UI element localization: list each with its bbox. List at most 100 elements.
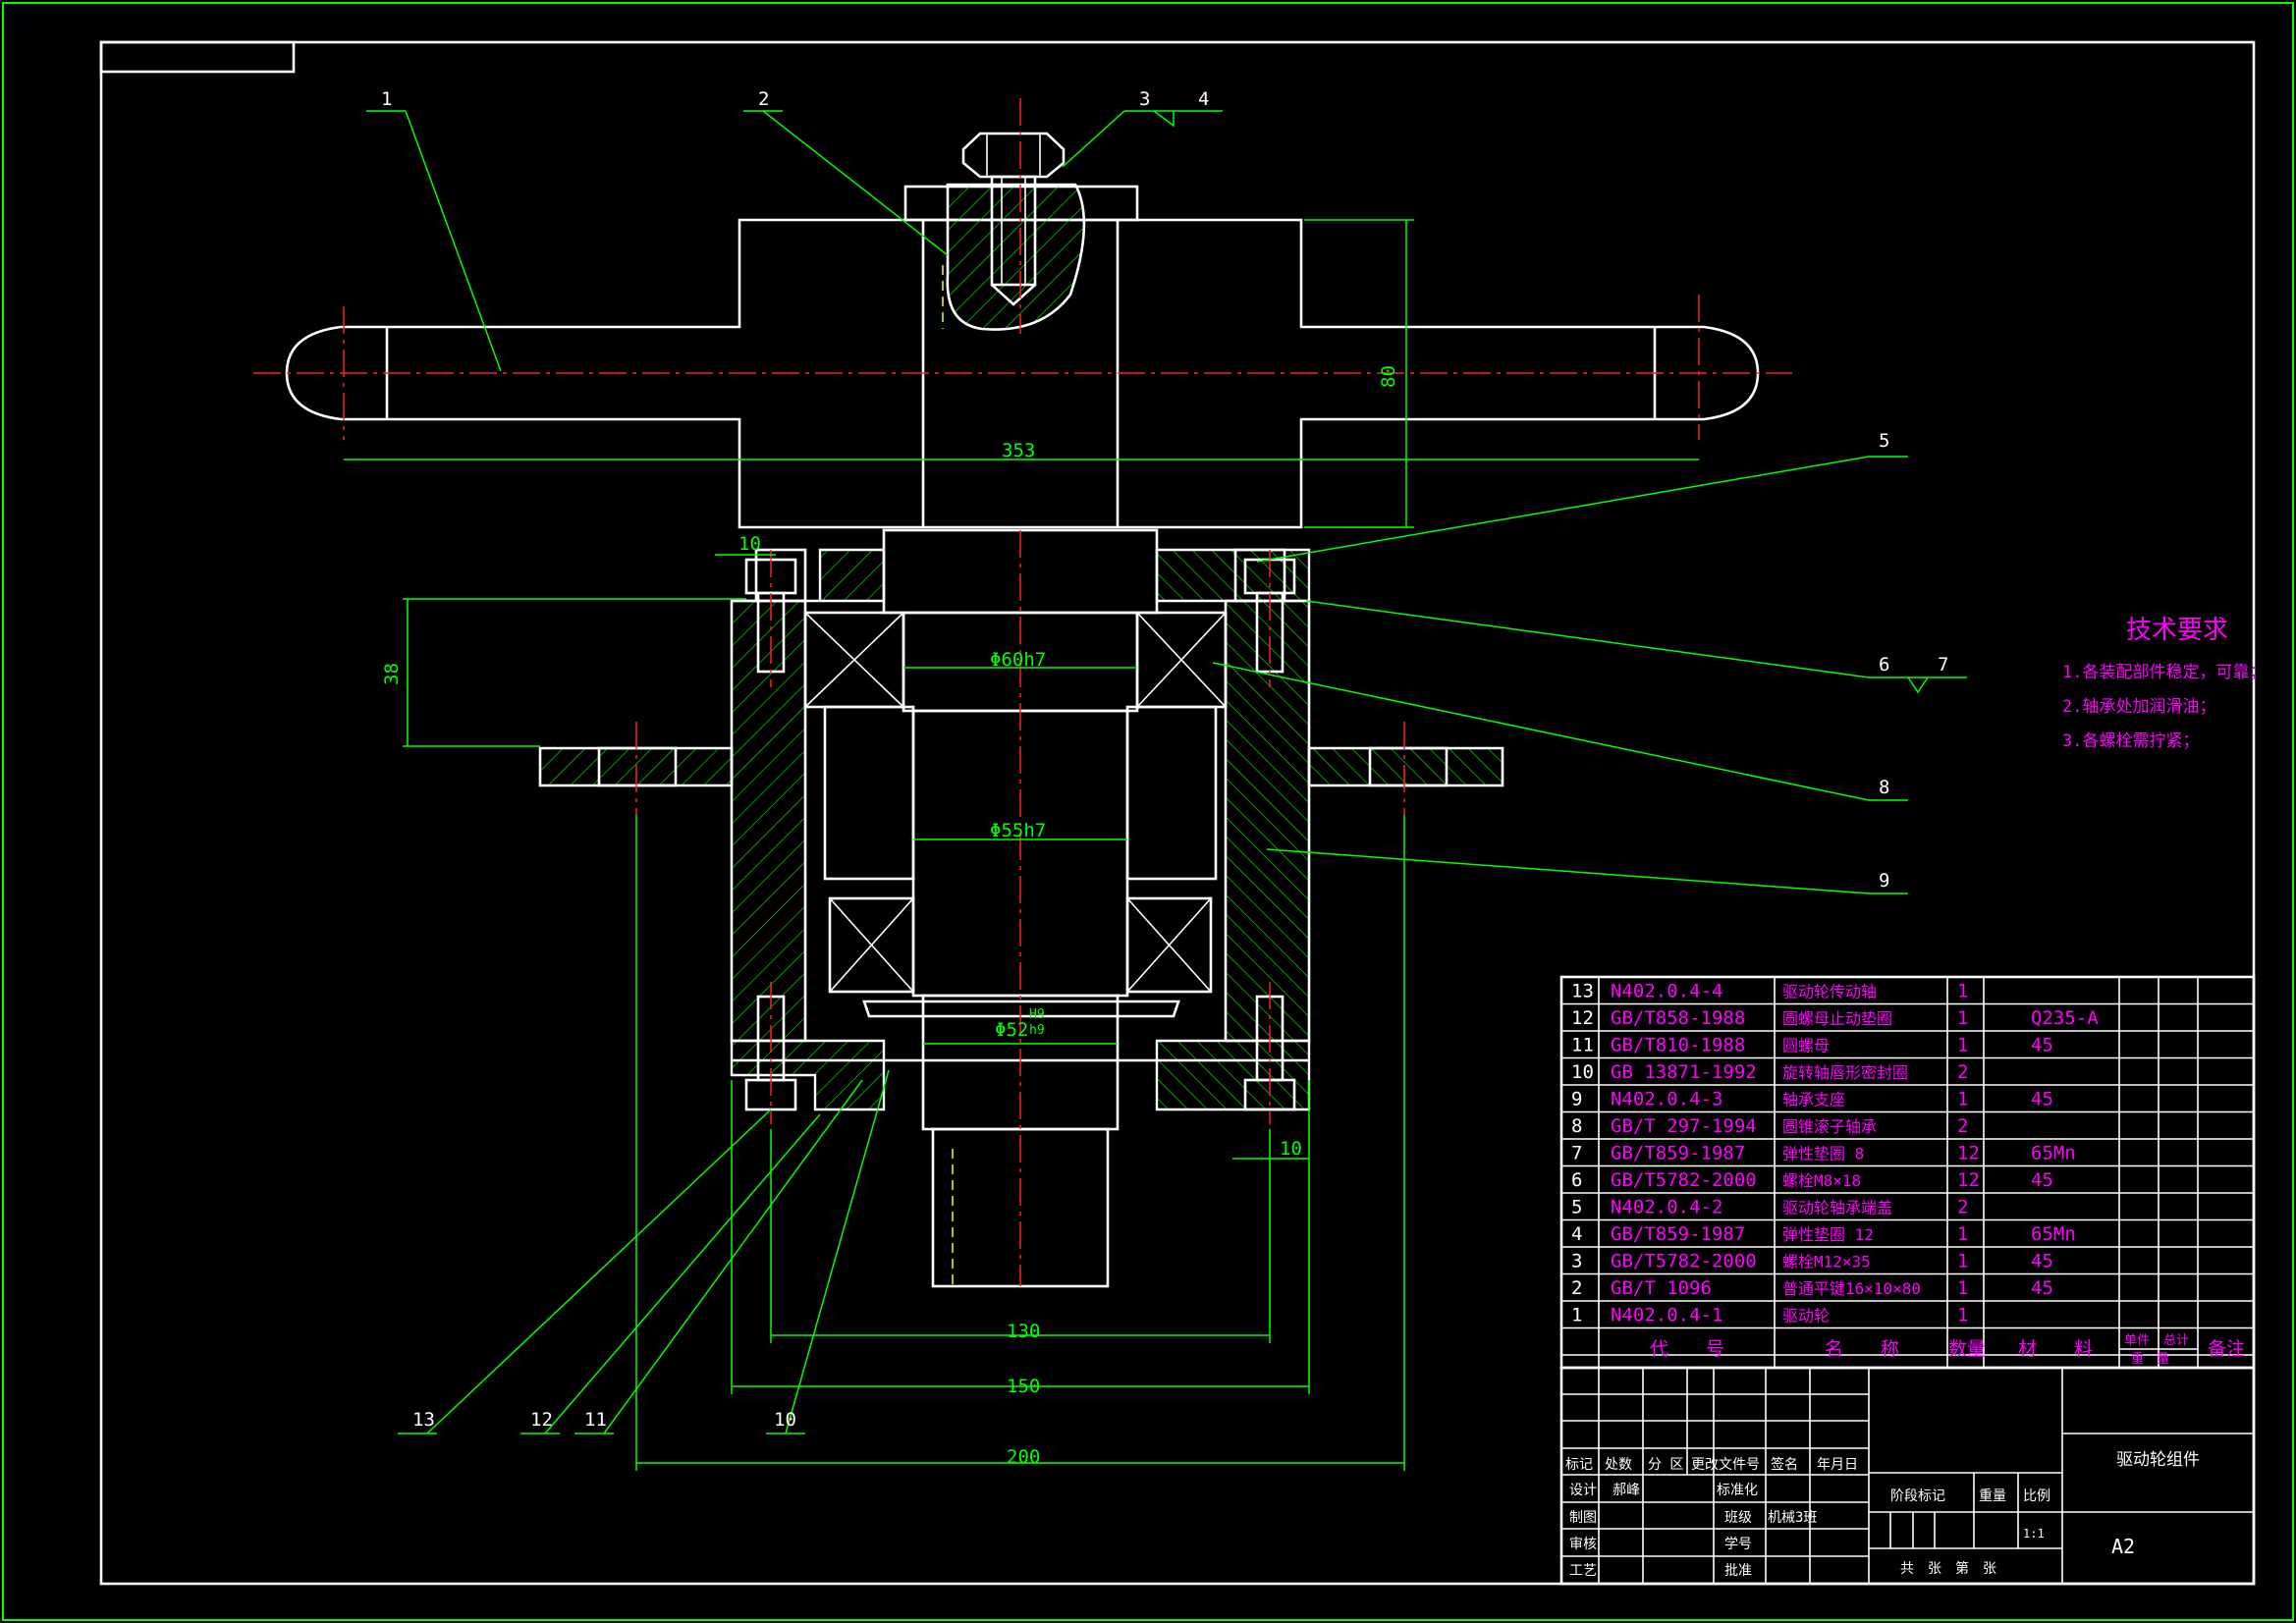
bom-row-name: 圆锥滚子轴承 (1782, 1117, 1877, 1136)
tech-item-1: 1.各装配部件稳定，可靠； (2062, 663, 2266, 682)
inner-frame (99, 40, 2256, 1586)
bom-header-name: 名 称 (1825, 1338, 1899, 1360)
bom-row-code: GB/T 1096 (1611, 1277, 1712, 1299)
leader-label-12: 12 (530, 1409, 553, 1431)
bom-header-mat: 材 料 (2018, 1338, 2093, 1360)
tb-size: A2 (2111, 1535, 2135, 1558)
tb-mark: 标记 (1565, 1457, 1593, 1473)
bom-header-weight: 重 量 (2131, 1351, 2169, 1367)
bom-row-qty: 1 (1957, 1007, 1968, 1029)
dim-10-top: 10 (738, 533, 761, 555)
dim-phi52-fit-bottom: h9 (1029, 1023, 1045, 1038)
title-block-grid (1561, 1368, 2254, 1584)
bom-row-code: N402.0.4-2 (1611, 1197, 1722, 1218)
bom-row-mat: Q235-A (2031, 1007, 2099, 1029)
leader-label-1: 1 (381, 88, 392, 110)
bom-row-code: GB/T859-1987 (1611, 1223, 1745, 1245)
bom-row-code: N402.0.4-3 (1611, 1089, 1722, 1110)
bom-row-code: GB 13871-1992 (1611, 1061, 1757, 1083)
bom-row-code: GB/T5782-2000 (1611, 1169, 1757, 1191)
tb-date: 年月日 (1817, 1457, 1858, 1473)
bom-row-code: GB/T810-1988 (1611, 1035, 1745, 1056)
bom-row-mat: 45 (2031, 1035, 2053, 1056)
tb-student-no: 学号 (1724, 1537, 1752, 1552)
leader-label-6: 6 (1879, 654, 1889, 676)
bom-row-mat: 45 (2031, 1089, 2053, 1110)
bom-row-no: 1 (1571, 1305, 1582, 1326)
bom-header-code: 代 号 (1650, 1338, 1724, 1360)
bom-row-name: 螺栓M12×35 (1782, 1253, 1871, 1271)
bom-row-name: 驱动轮轴承端盖 (1782, 1199, 1892, 1217)
tb-sign: 签名 (1771, 1456, 1798, 1473)
tb-title: 驱动轮组件 (2116, 1450, 2200, 1470)
bom-row-no: 11 (1571, 1035, 1594, 1056)
bom-row-mat: 65Mn (2031, 1223, 2076, 1245)
tech-title: 技术要求 (2126, 616, 2228, 645)
bom-row-qty: 1 (1957, 1223, 1968, 1245)
tb-stage: 阶段标记 (1890, 1488, 1945, 1504)
bom-row-qty: 1 (1957, 1251, 1968, 1272)
dim-phi60: Φ60h7 (990, 649, 1046, 671)
bolt-hex-head (961, 132, 1066, 179)
bom-row-name: 驱动轮传动轴 (1782, 983, 1877, 1001)
tb-scale: 比例 (2023, 1488, 2050, 1504)
bom-row-qty: 12 (1957, 1169, 1980, 1191)
bom-row-name: 圆螺母 (1782, 1037, 1830, 1055)
bom-row-name: 螺栓M8×18 (1782, 1171, 1861, 1190)
dim-150: 150 (1007, 1376, 1040, 1397)
bom-row-mat: 65Mn (2031, 1143, 2076, 1164)
leader-label-11: 11 (584, 1409, 607, 1431)
leader-label-4: 4 (1198, 88, 1209, 110)
bom-row-no: 7 (1571, 1143, 1582, 1164)
parts-list-grid (1598, 977, 2199, 1368)
bom-row-code: GB/T 297-1994 (1611, 1115, 1757, 1137)
leader-label-9: 9 (1879, 870, 1889, 892)
leader-label-10: 10 (774, 1409, 796, 1431)
bom-header-total: 总计 (2163, 1333, 2189, 1348)
leader-label-13: 13 (412, 1409, 435, 1431)
tb-zone: 分 区 (1648, 1457, 1683, 1473)
tb-standard: 标准化 (1717, 1483, 1758, 1498)
bom-row-code: N402.0.4-1 (1611, 1305, 1722, 1326)
bom-row-qty: 1 (1957, 1089, 1968, 1110)
bom-row-no: 8 (1571, 1115, 1582, 1137)
bom-row-no: 5 (1571, 1197, 1582, 1218)
tb-class-label: 班级 (1724, 1510, 1752, 1526)
bearing-housing (538, 548, 1504, 1111)
bom-row-mat: 45 (2031, 1277, 2053, 1299)
bom-row-qty: 2 (1957, 1115, 1968, 1137)
bom-row-name: 轴承支座 (1782, 1091, 1845, 1109)
bom-row-name: 普通平键16×10×80 (1782, 1279, 1921, 1298)
tb-review: 审核 (1569, 1537, 1597, 1552)
tb-weight: 重量 (1979, 1488, 2006, 1504)
bom-row-no: 2 (1571, 1277, 1582, 1299)
leader-label-5: 5 (1879, 430, 1889, 452)
bom-row-name: 旋转轴唇形密封圈 (1782, 1063, 1908, 1082)
bom-row-code: GB/T5782-2000 (1611, 1251, 1757, 1272)
dim-phi55: Φ55h7 (990, 820, 1046, 841)
dim-80: 80 (1378, 365, 1399, 388)
bom-row-mat: 45 (2031, 1169, 2053, 1191)
bom-row-name: 弹性垫圈 8 (1782, 1145, 1864, 1163)
leader-lines (366, 110, 1967, 1434)
bom-row-qty: 1 (1957, 981, 1968, 1002)
bom-row-name: 圆螺母止动垫圈 (1782, 1009, 1892, 1028)
dim-130: 130 (1007, 1321, 1040, 1342)
tapered-bearings (803, 611, 1228, 1018)
leader-label-2: 2 (758, 88, 769, 110)
bom-row-qty: 2 (1957, 1061, 1968, 1083)
bom-row-qty: 12 (1957, 1143, 1980, 1164)
bom-row-qty: 1 (1957, 1277, 1968, 1299)
title-block: 标记 处数 分 区 更改文件号 签名 年月日 设计 郝峰 标准化 制图 班级 机… (1559, 1366, 2256, 1586)
key-section (946, 183, 1086, 331)
dim-200: 200 (1007, 1446, 1040, 1468)
bom-row-mat: 45 (2031, 1251, 2053, 1272)
bom-row-name: 弹性垫圈 12 (1782, 1225, 1874, 1244)
bom-row-no: 4 (1571, 1223, 1582, 1245)
tb-sheets: 共 张 第 张 (1900, 1560, 1996, 1577)
tech-item-2: 2.轴承处加润滑油； (2062, 697, 2215, 717)
bom-row-qty: 1 (1957, 1035, 1968, 1056)
dim-phi52: Φ52 (995, 1019, 1028, 1041)
